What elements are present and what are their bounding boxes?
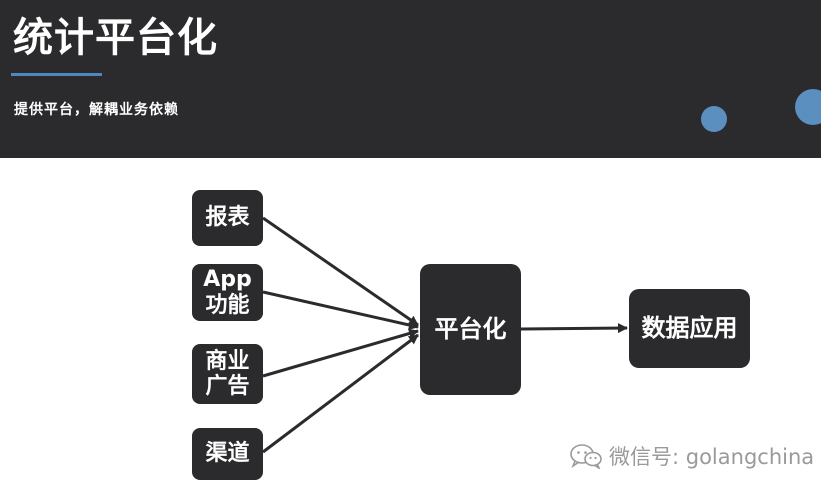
node-report-label: 报表 [205,205,250,231]
node-ads-label-line2: 广告 [205,374,250,399]
node-app-label-line2: 功能 [205,292,250,318]
node-channel: 渠道 [192,428,263,480]
node-platform: 平台化 [420,264,521,395]
wechat-watermark: 微信号: golangchina [569,441,814,471]
arrow-report-to-platform [262,216,419,327]
arrow-ads-to-platform [262,328,419,378]
arrow-channel-to-platform [262,333,419,454]
arrow-platform-to-data [520,323,628,334]
slide-subtitle: 提供平台，解耦业务依赖 [14,102,179,118]
node-report: 报表 [192,190,263,246]
node-data-application-label: 数据应用 [641,313,738,342]
node-ads-label-line1: 商业 [205,348,250,374]
node-app-label-line1: App [203,267,252,293]
arrow-app-to-platform [262,290,419,330]
node-data-application: 数据应用 [629,289,750,368]
slide-title: 统计平台化 [13,15,218,61]
node-app-feature: App 功能 [192,264,263,321]
node-commercial-ads: 商业 广告 [192,344,263,404]
wechat-icon [570,444,602,469]
node-platform-label: 平台化 [434,314,507,343]
header-banner: 统计平台化 提供平台，解耦业务依赖 [0,0,821,158]
watermark-text: 微信号: golangchina [609,445,815,469]
decorative-dot-large [795,89,821,125]
node-channel-label: 渠道 [205,441,250,467]
title-underline [11,73,102,76]
decorative-dot-small [701,106,727,132]
